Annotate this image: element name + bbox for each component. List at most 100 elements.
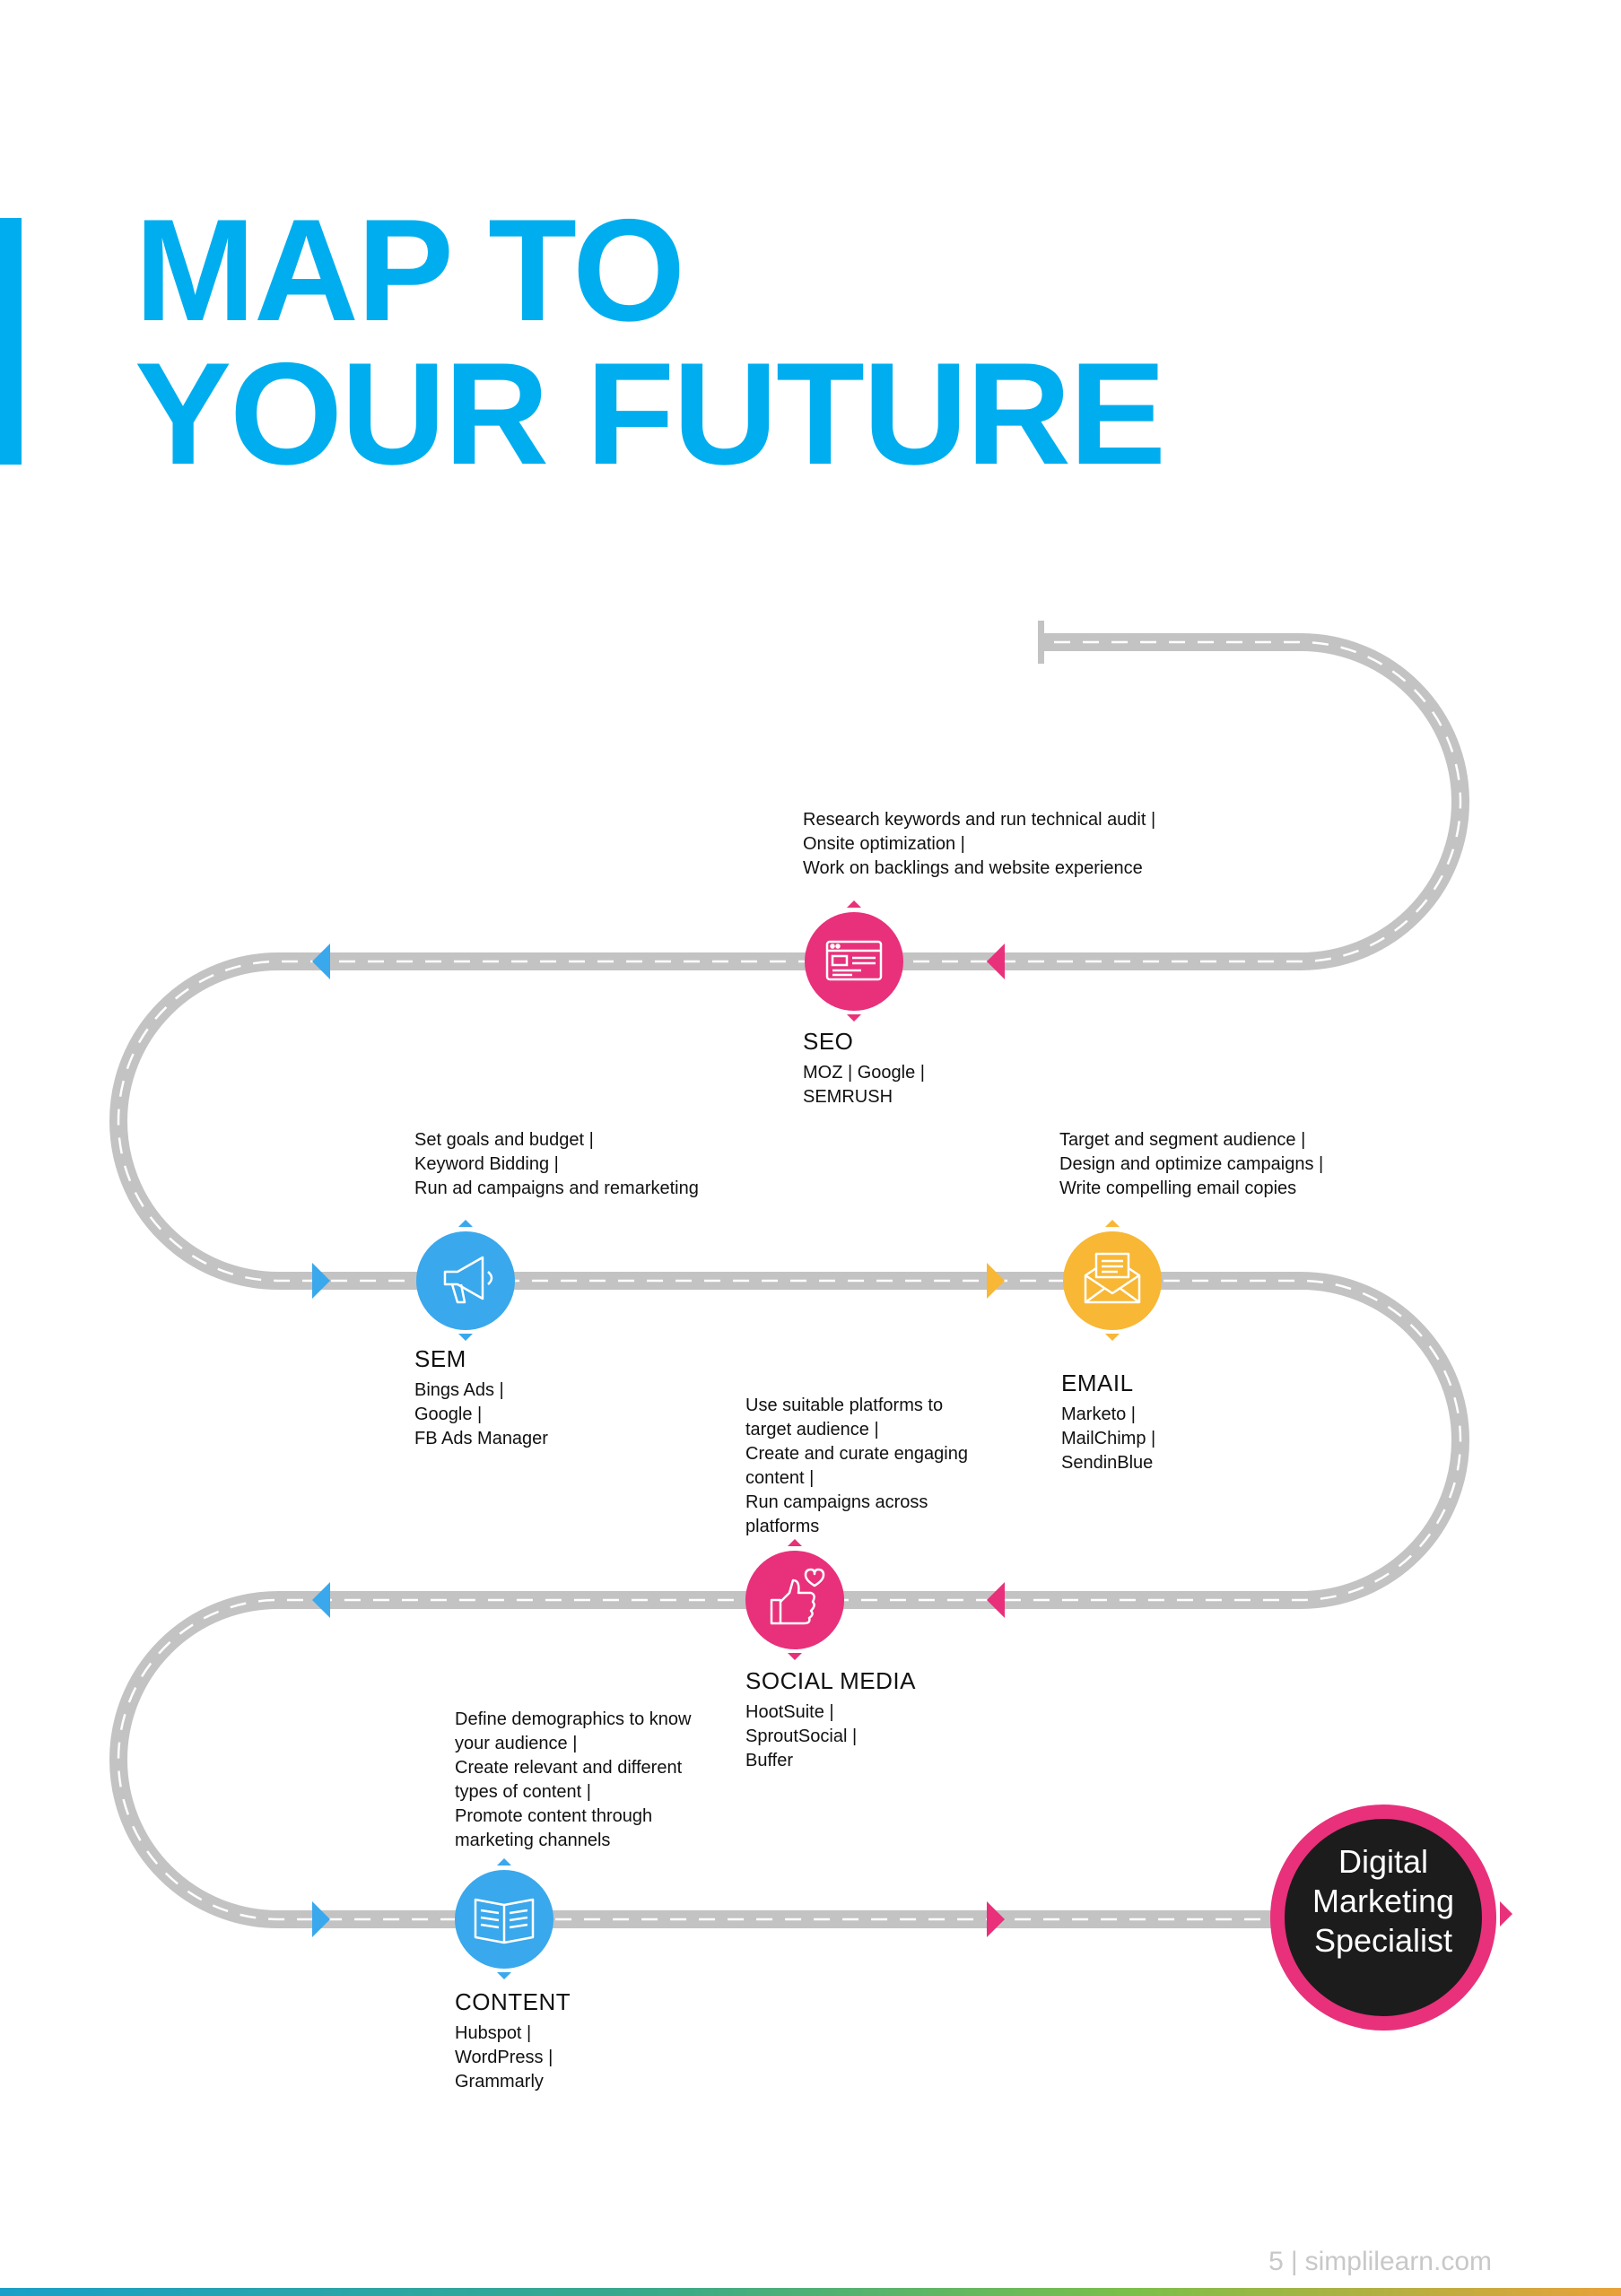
node-pointer-down: [788, 1653, 802, 1660]
page-title-line-2: YOUR FUTURE: [135, 333, 1166, 495]
description-line: Define demographics to know: [455, 1709, 692, 1729]
envelope-icon: [1084, 1252, 1141, 1304]
footer-site-link[interactable]: simplilearn.com: [1304, 2247, 1492, 2276]
destination-line: Specialist: [1313, 1922, 1453, 1959]
description-line: Use suitable platforms to: [745, 1396, 944, 1415]
page-title-line-1: MAP TO: [135, 189, 685, 352]
tool-line: SproutSocial |: [745, 1726, 858, 1746]
stage-node-content: [455, 1858, 553, 1979]
stage-details-email: EMAIL Marketo | MailChimp | SendinBlue: [1061, 1370, 1155, 1475]
description-line: Run ad campaigns and remarketing: [414, 1178, 699, 1198]
direction-markers: [312, 944, 1005, 1937]
node-circle: [745, 1551, 844, 1649]
stage-details-seo: SEO MOZ | Google | SEMRUSH: [803, 1028, 925, 1109]
page-number: 5: [1268, 2247, 1284, 2276]
node-circle: [805, 912, 903, 1011]
node-pointer-down: [497, 1972, 511, 1979]
description-line: Create relevant and different: [455, 1758, 683, 1778]
tool-line: HootSuite |: [745, 1702, 834, 1722]
megaphone-icon: [443, 1256, 493, 1304]
description-line: Promote content through: [455, 1806, 653, 1826]
open-book-icon: [474, 1898, 535, 1944]
tool-line: Buffer: [745, 1751, 793, 1770]
footer-separator: |: [1290, 2247, 1298, 2276]
node-pointer-up: [847, 900, 861, 908]
description-line: Work on backlings and website experience: [803, 858, 1143, 878]
arrow-right-marker: [987, 1901, 1005, 1937]
bottom-gradient-bar: [0, 2288, 1621, 2296]
description-line: Onsite optimization |: [803, 834, 965, 854]
thumbs-up-heart-icon: [770, 1568, 825, 1625]
road-start-cap: [1038, 621, 1044, 664]
stage-details-sem: SEM Bings Ads | Google | FB Ads Manager: [414, 1345, 548, 1451]
arrow-right-marker: [987, 1263, 1005, 1299]
tool-line: Bings Ads |: [414, 1380, 504, 1400]
stage-details-content: CONTENT Hubspot | WordPress | Grammarly: [455, 1988, 571, 2094]
arrow-right-marker: [312, 1901, 330, 1937]
destination-pointer: [1500, 1901, 1512, 1926]
node-pointer-up: [788, 1539, 802, 1546]
destination-core: [1285, 1819, 1482, 2016]
stage-name: SOCIAL MEDIA: [745, 1667, 916, 1694]
node-pointer-down: [458, 1334, 473, 1341]
stage-description-seo: Research keywords and run technical audi…: [803, 808, 1155, 881]
stage-name: CONTENT: [455, 1988, 571, 2015]
header-accent-bar: [0, 218, 22, 465]
stage-description-sem: Set goals and budget | Keyword Bidding |…: [414, 1128, 699, 1201]
arrow-right-marker: [312, 1263, 330, 1299]
destination-label: Digital Marketing Specialist: [1276, 1842, 1491, 1961]
destination-line: Marketing: [1312, 1883, 1455, 1919]
description-line: content |: [745, 1468, 815, 1488]
description-line: Write compelling email copies: [1059, 1178, 1297, 1198]
tool-line: Hubspot |: [455, 2023, 532, 2043]
stage-description-email: Target and segment audience | Design and…: [1059, 1128, 1323, 1201]
page-footer: 5|simplilearn.com: [1268, 2247, 1492, 2277]
tool-line: WordPress |: [455, 2048, 553, 2067]
destination-node: [1270, 1805, 1512, 2031]
node-pointer-up: [497, 1858, 511, 1866]
arrow-left-marker: [312, 944, 330, 979]
stage-node-social-media: [745, 1539, 844, 1660]
description-line: Create and curate engaging: [745, 1444, 968, 1464]
stage-name: SEM: [414, 1345, 466, 1372]
stage-node-sem: [416, 1220, 515, 1341]
tool-line: MOZ | Google |: [803, 1063, 925, 1083]
description-line: Design and optimize campaigns |: [1059, 1154, 1324, 1174]
tool-line: SEMRUSH: [803, 1087, 893, 1107]
node-circle: [416, 1231, 515, 1330]
description-line: Target and segment audience |: [1059, 1130, 1306, 1150]
description-line: marketing channels: [455, 1831, 611, 1850]
node-pointer-down: [1105, 1334, 1120, 1341]
arrow-left-marker: [312, 1582, 330, 1618]
arrow-left-marker: [987, 944, 1005, 979]
stage-name: SEO: [803, 1028, 854, 1055]
tool-line: Grammarly: [455, 2072, 544, 2092]
stage-description-social-media: Use suitable platforms to target audienc…: [745, 1394, 968, 1539]
node-circle: [1063, 1231, 1162, 1330]
stage-details-social-media: SOCIAL MEDIA HootSuite | SproutSocial | …: [745, 1667, 916, 1773]
road: [109, 621, 1469, 1928]
node-pointer-down: [847, 1014, 861, 1022]
road-center-dashes: [117, 640, 1462, 1921]
tool-line: Marketo |: [1061, 1405, 1136, 1424]
browser-window-icon: [825, 940, 883, 981]
node-pointer-up: [458, 1220, 473, 1227]
description-line: Keyword Bidding |: [414, 1154, 559, 1174]
arrow-left-marker: [987, 1582, 1005, 1618]
description-line: Run campaigns across: [745, 1492, 928, 1512]
node-pointer-up: [1105, 1220, 1120, 1227]
description-line: target audience |: [745, 1420, 879, 1439]
page-title: MAP TO YOUR FUTURE: [135, 189, 1166, 495]
description-line: Set goals and budget |: [414, 1130, 594, 1150]
tool-line: Google |: [414, 1405, 483, 1424]
stage-name: EMAIL: [1061, 1370, 1134, 1396]
description-line: Research keywords and run technical audi…: [803, 810, 1156, 830]
stage-node-seo: [805, 900, 903, 1022]
destination-line: Digital: [1338, 1843, 1429, 1880]
stage-node-email: [1063, 1220, 1162, 1341]
description-line: platforms: [745, 1517, 820, 1536]
description-line: your audience |: [455, 1734, 578, 1753]
tool-line: SendinBlue: [1061, 1453, 1154, 1473]
stage-description-content: Define demographics to know your audienc…: [455, 1708, 691, 1853]
